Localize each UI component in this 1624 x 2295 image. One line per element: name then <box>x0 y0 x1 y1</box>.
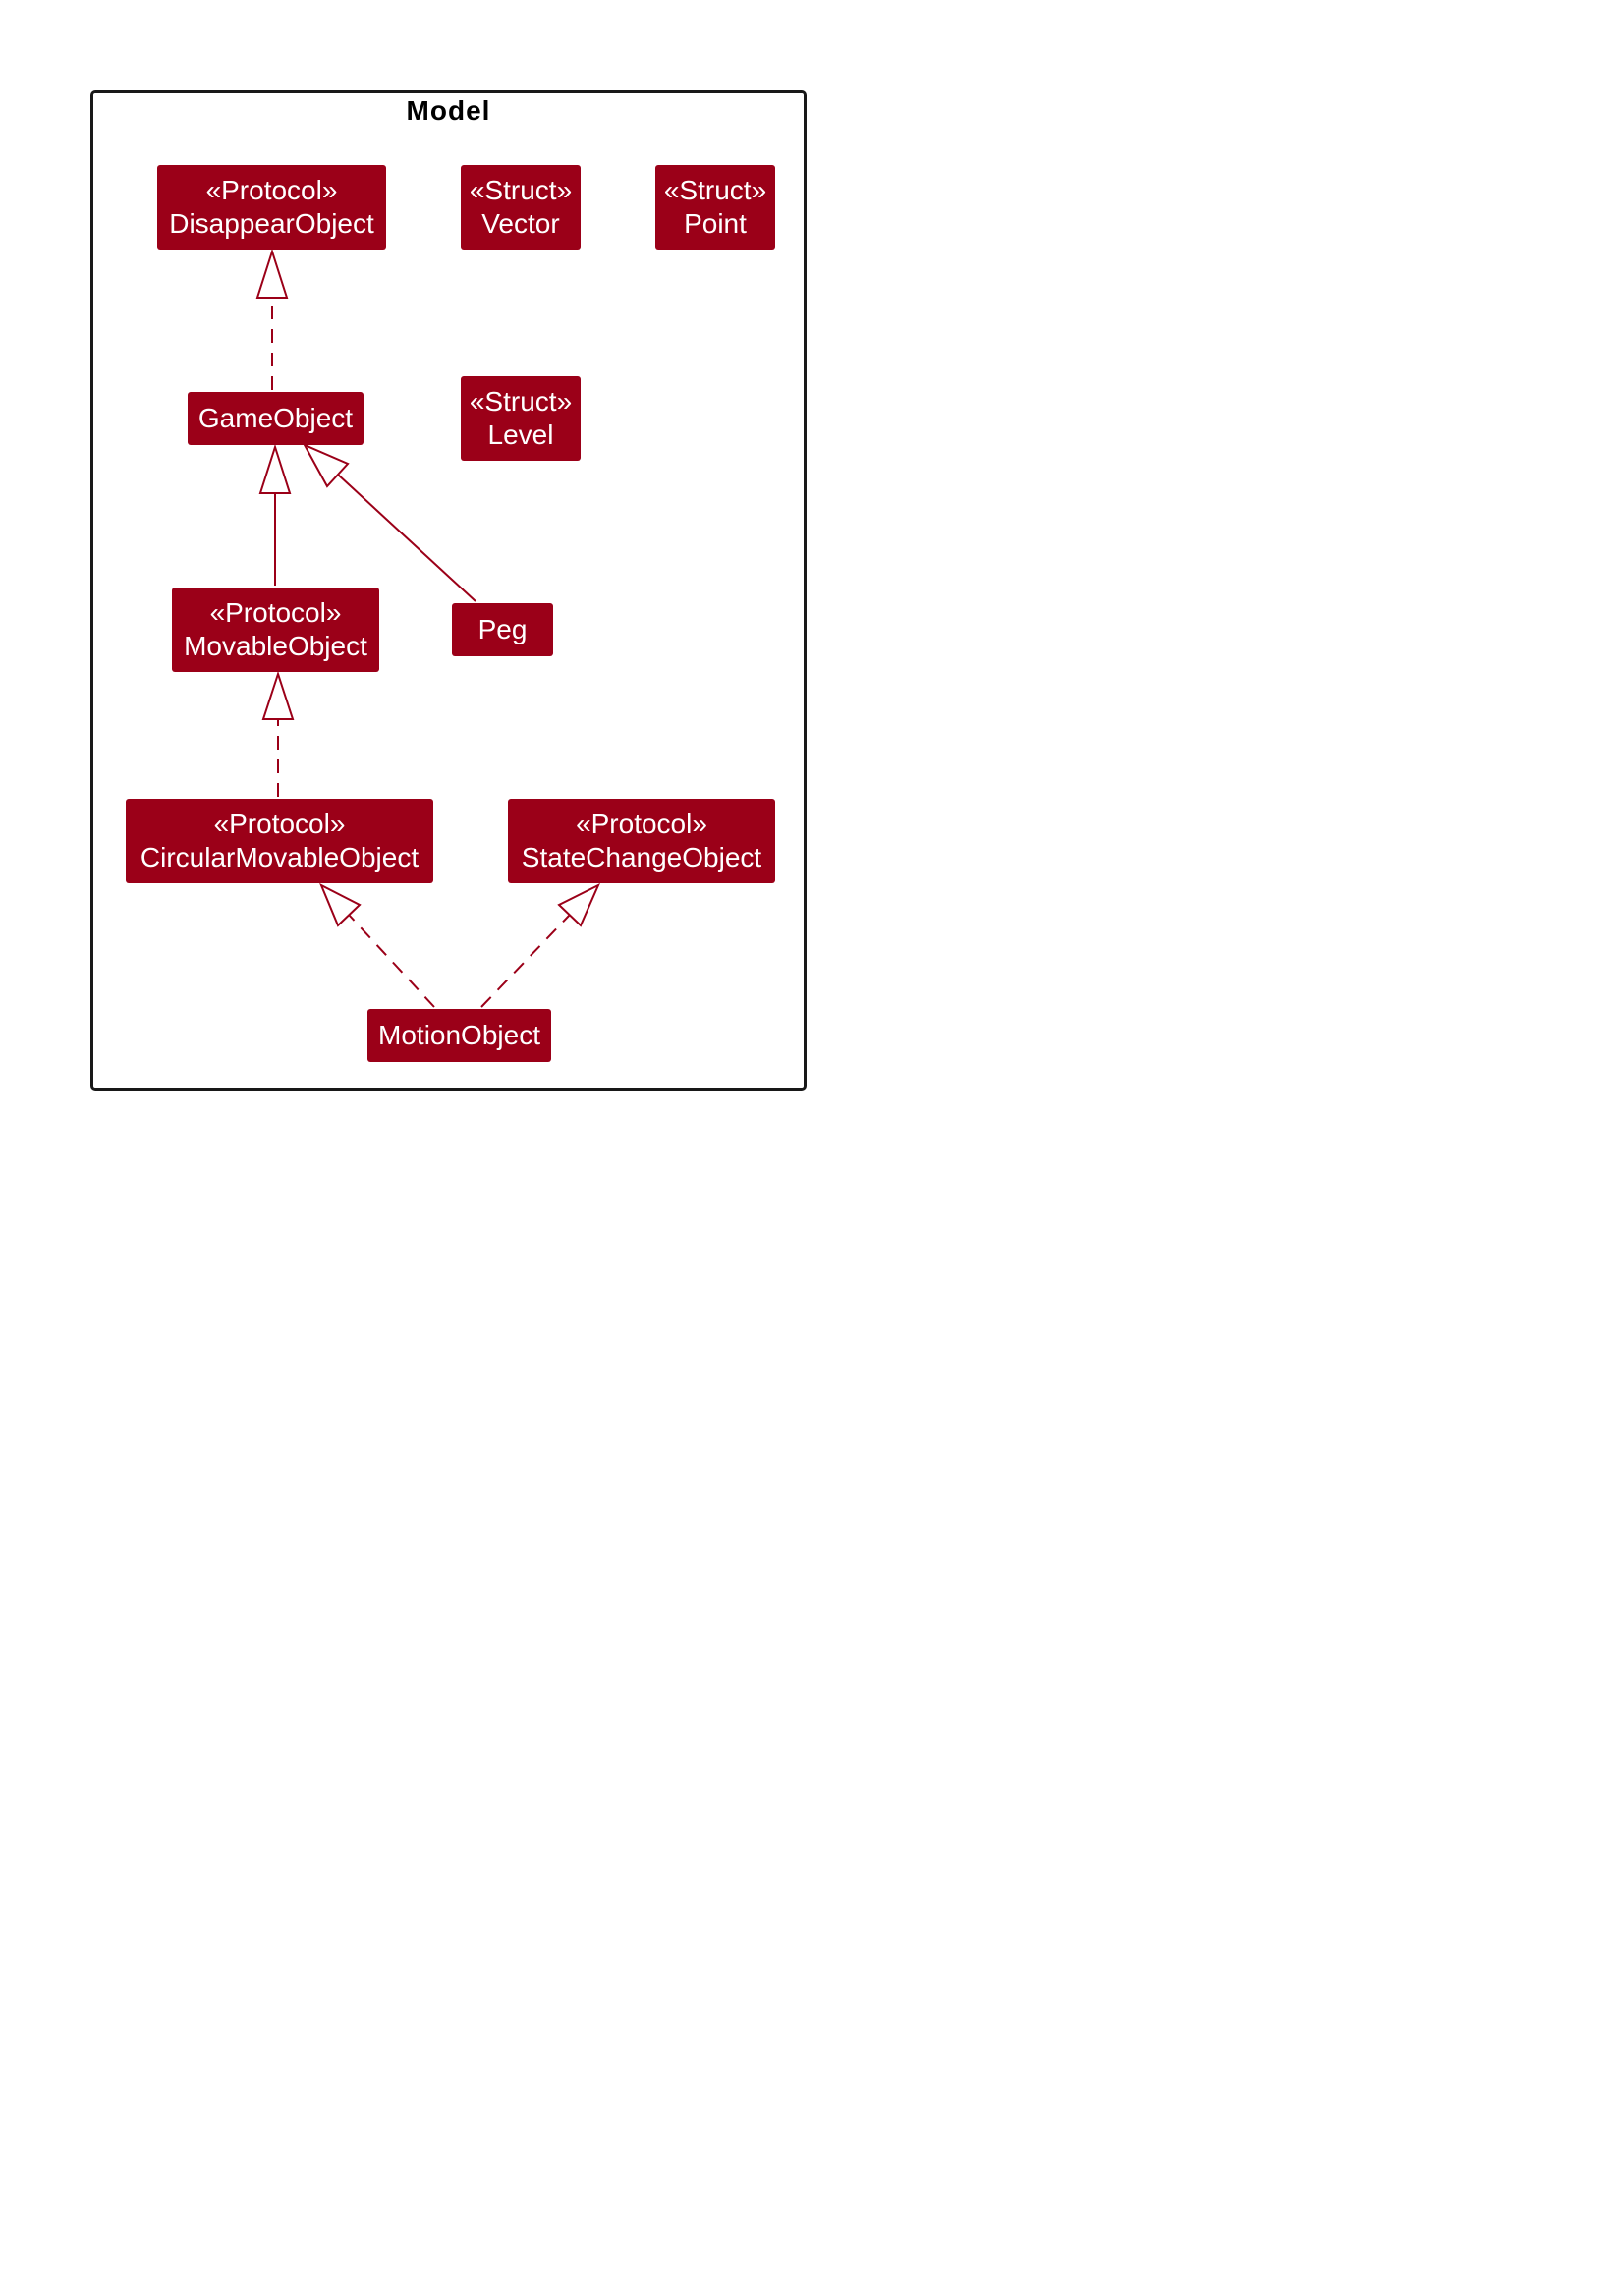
stereotype-label: «Protocol» <box>205 175 338 205</box>
class-name: Peg <box>477 614 528 644</box>
class-movable-object[interactable]: «Protocol» MovableObject <box>172 588 379 672</box>
stereotype-label: «Protocol» <box>213 809 346 839</box>
class-name: GameObject <box>197 403 354 433</box>
package-title: Model <box>406 95 491 126</box>
package-frame <box>90 90 807 1091</box>
class-name: CircularMovableObject <box>140 842 420 872</box>
class-name: MotionObject <box>378 1020 540 1050</box>
stereotype-label: «Struct» <box>663 175 767 205</box>
relation-peg-gameobject <box>302 442 476 602</box>
stereotype-label: «Struct» <box>469 175 573 205</box>
struct-point[interactable]: «Struct» Point <box>655 165 775 250</box>
stereotype-label: «Protocol» <box>209 597 342 628</box>
class-circular-movable-object[interactable]: «Protocol» CircularMovableObject <box>126 799 433 883</box>
class-peg[interactable]: Peg <box>452 603 553 656</box>
class-name: Vector <box>481 208 560 239</box>
class-name: Point <box>684 208 747 239</box>
class-game-object[interactable]: GameObject <box>188 392 364 445</box>
class-name: MovableObject <box>184 631 367 661</box>
class-name: Level <box>487 420 554 450</box>
class-name: StateChangeObject <box>521 842 762 872</box>
stereotype-label: «Protocol» <box>576 809 707 839</box>
class-disappear-object[interactable]: «Protocol» DisappearObject <box>157 165 386 250</box>
class-motion-object[interactable]: MotionObject <box>367 1009 551 1062</box>
relation-circularmovableobject-movableobject <box>261 670 295 797</box>
class-state-change-object[interactable]: «Protocol» StateChangeObject <box>508 799 775 883</box>
relation-motionobject-statechangeobject <box>480 882 601 1008</box>
class-name: DisappearObject <box>169 208 374 239</box>
relation-gameobject-disappearobject <box>255 248 289 390</box>
stereotype-label: «Struct» <box>469 386 573 417</box>
struct-vector[interactable]: «Struct» Vector <box>461 165 581 250</box>
struct-level[interactable]: «Struct» Level <box>461 376 581 461</box>
relation-motionobject-circularmovableobject <box>319 882 435 1008</box>
relation-movableobject-gameobject <box>258 443 292 586</box>
